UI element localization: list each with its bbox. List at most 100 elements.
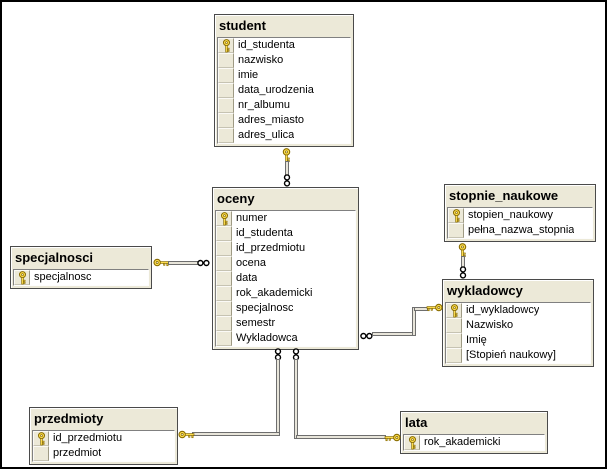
field-row[interactable]: rok_akademicki xyxy=(216,286,355,301)
row-selector-cell[interactable] xyxy=(218,83,234,98)
one-end-key-icon[interactable] xyxy=(458,243,467,258)
row-selector-cell[interactable] xyxy=(218,98,234,113)
relation-line[interactable] xyxy=(414,307,428,311)
field-row[interactable]: semestr xyxy=(216,316,355,331)
relation-line[interactable] xyxy=(412,307,416,336)
primary-key-icon[interactable] xyxy=(218,38,234,53)
field-row[interactable]: id_przedmiotu xyxy=(216,241,355,256)
field-row[interactable]: Wykladowca xyxy=(216,331,355,346)
field-row[interactable]: ocena xyxy=(216,256,355,271)
primary-key-icon[interactable] xyxy=(216,211,232,226)
field-name: data_urodzenia xyxy=(238,84,314,96)
field-name: ocena xyxy=(236,257,266,269)
primary-key-icon[interactable] xyxy=(446,303,462,318)
one-end-key-icon[interactable] xyxy=(153,258,170,267)
relation-line[interactable] xyxy=(294,359,298,439)
field-row[interactable]: data xyxy=(216,271,355,286)
relation-line[interactable] xyxy=(192,432,280,436)
field-row[interactable]: Nazwisko xyxy=(446,318,590,333)
relation-line[interactable] xyxy=(296,435,386,439)
field-row[interactable]: rok_akademicki xyxy=(404,435,544,450)
primary-key-icon[interactable] xyxy=(448,208,464,223)
field-row[interactable]: nr_albumu xyxy=(218,98,350,113)
row-selector-cell[interactable] xyxy=(218,68,234,83)
table-title[interactable]: oceny xyxy=(217,191,255,206)
field-name: semestr xyxy=(236,317,276,329)
primary-key-icon[interactable] xyxy=(33,431,49,446)
table-lata[interactable]: lata rok_akademicki xyxy=(400,411,548,454)
field-row[interactable]: nazwisko xyxy=(218,53,350,68)
one-end-key-icon[interactable] xyxy=(178,430,195,439)
field-row[interactable]: specjalnosc xyxy=(216,301,355,316)
row-selector-cell[interactable] xyxy=(216,271,232,286)
many-end-infinity-icon[interactable] xyxy=(197,259,210,267)
field-row[interactable]: [Stopień naukowy] xyxy=(446,348,590,363)
row-selector-cell[interactable] xyxy=(446,333,462,348)
row-selector-cell[interactable] xyxy=(33,446,49,461)
many-end-infinity-icon[interactable] xyxy=(274,348,282,361)
field-name: adres_ulica xyxy=(238,129,295,141)
relation-line[interactable] xyxy=(372,332,416,336)
field-row[interactable]: id_wykladowcy xyxy=(446,303,590,318)
one-end-key-icon[interactable] xyxy=(384,433,401,442)
field-name: id_wykladowcy xyxy=(466,304,540,316)
field-row[interactable]: id_przedmiotu xyxy=(33,431,174,446)
many-end-infinity-icon[interactable] xyxy=(292,348,300,361)
field-row[interactable]: Imię xyxy=(446,333,590,348)
one-end-key-icon[interactable] xyxy=(282,148,291,163)
one-end-key-icon[interactable] xyxy=(426,303,443,312)
field-row[interactable]: pełna_nazwa_stopnia xyxy=(448,223,592,238)
field-name: id_przedmiotu xyxy=(236,242,306,254)
field-row[interactable]: adres_miasto xyxy=(218,113,350,128)
field-name: przedmiot xyxy=(53,447,102,459)
table-title[interactable]: student xyxy=(219,18,266,33)
row-selector-cell[interactable] xyxy=(216,241,232,256)
row-selector-cell[interactable] xyxy=(216,256,232,271)
field-row[interactable]: imie xyxy=(218,68,350,83)
field-row[interactable]: specjalnosc xyxy=(14,270,148,285)
table-title[interactable]: wykladowcy xyxy=(447,283,523,298)
relation-line[interactable] xyxy=(276,359,280,436)
field-name: Wykladowca xyxy=(236,332,298,344)
field-row[interactable]: id_studenta xyxy=(218,38,350,53)
field-row[interactable]: id_studenta xyxy=(216,226,355,241)
row-selector-cell[interactable] xyxy=(446,318,462,333)
row-selector-cell[interactable] xyxy=(216,316,232,331)
primary-key-icon[interactable] xyxy=(404,435,420,450)
row-selector-cell[interactable] xyxy=(218,113,234,128)
many-end-infinity-icon[interactable] xyxy=(459,266,467,279)
row-selector-cell[interactable] xyxy=(218,53,234,68)
table-przedmioty[interactable]: przedmioty id_przedmiotu przedmiot xyxy=(29,407,178,465)
row-selector-cell[interactable] xyxy=(446,348,462,363)
field-name: adres_miasto xyxy=(238,114,305,126)
field-grid: id_przedmiotu przedmiot xyxy=(32,430,175,462)
row-selector-cell[interactable] xyxy=(218,128,234,143)
table-title[interactable]: lata xyxy=(405,415,428,430)
table-specjalnosci[interactable]: specjalnosci specjalnosc xyxy=(10,246,152,289)
field-row[interactable]: przedmiot xyxy=(33,446,174,461)
field-name: id_przedmiotu xyxy=(53,432,123,444)
row-selector-cell[interactable] xyxy=(216,226,232,241)
table-title[interactable]: specjalnosci xyxy=(15,250,94,265)
field-name: pełna_nazwa_stopnia xyxy=(468,224,575,236)
field-row[interactable]: stopien_naukowy xyxy=(448,208,592,223)
primary-key-icon[interactable] xyxy=(14,270,30,285)
row-selector-cell[interactable] xyxy=(448,223,464,238)
table-title[interactable]: przedmioty xyxy=(34,411,104,426)
field-row[interactable]: numer xyxy=(216,211,355,226)
row-selector-cell[interactable] xyxy=(216,331,232,346)
field-name: data xyxy=(236,272,258,284)
field-row[interactable]: adres_ulica xyxy=(218,128,350,143)
many-end-infinity-icon[interactable] xyxy=(283,174,291,187)
field-row[interactable]: data_urodzenia xyxy=(218,83,350,98)
table-title[interactable]: stopnie_naukowe xyxy=(449,188,559,203)
many-end-infinity-icon[interactable] xyxy=(360,332,373,340)
row-selector-cell[interactable] xyxy=(216,286,232,301)
field-name: Imię xyxy=(466,334,487,346)
relation-line[interactable] xyxy=(168,261,199,265)
row-selector-cell[interactable] xyxy=(216,301,232,316)
